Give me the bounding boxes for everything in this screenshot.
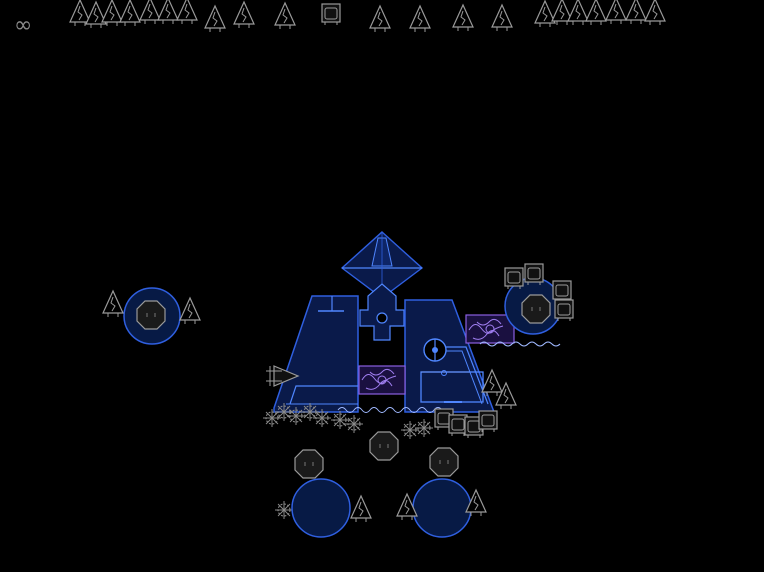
right-outpost[interactable] (481, 263, 574, 410)
base-left-wing[interactable] (273, 295, 359, 413)
energy-wave-bottom (337, 407, 451, 413)
stone-block-icon (552, 280, 572, 303)
octagon-unit-icon[interactable] (294, 449, 324, 479)
base-right-wing[interactable] (404, 299, 496, 413)
octagon-unit-icon[interactable] (521, 294, 551, 324)
base-cross-connector (359, 283, 405, 341)
pine-tree-icon (644, 0, 666, 26)
main-base[interactable] (266, 231, 561, 413)
pine-tree-icon (179, 297, 201, 325)
stone-block-icon (554, 299, 574, 322)
pine-tree-icon (625, 0, 647, 25)
landing-pad-left[interactable] (291, 478, 351, 538)
pine-tree-icon (157, 0, 179, 25)
stone-block-icon (321, 3, 341, 26)
rubble-gear-icon (274, 500, 294, 520)
octagon-unit-icon[interactable] (136, 300, 166, 330)
pine-tree-icon (567, 0, 589, 26)
pine-tree-icon (204, 5, 226, 33)
pine-tree-icon (452, 4, 474, 32)
pine-tree-icon (85, 1, 107, 29)
pine-tree-icon (119, 0, 141, 27)
infinite-lives-indicator: ∞ (14, 13, 33, 38)
unit-group[interactable] (294, 431, 459, 479)
circuit-panel-right (465, 314, 515, 344)
octagon-unit-icon[interactable] (369, 431, 399, 461)
landing-pad-right[interactable] (412, 478, 472, 538)
pine-tree-icon (139, 0, 161, 25)
pine-tree-icon (369, 5, 391, 33)
pine-tree-icon (534, 0, 556, 28)
pine-tree-icon (409, 5, 431, 33)
top-tree-row (69, 0, 666, 33)
rubble-gear-icon (414, 418, 434, 438)
pine-tree-icon (274, 2, 296, 30)
pine-tree-icon (491, 4, 513, 32)
pine-tree-icon (605, 0, 627, 25)
rubble-gear-icon (330, 410, 350, 430)
stone-block-icon (504, 267, 524, 290)
circuit-panel-left (358, 365, 406, 395)
stone-block-icon (478, 410, 498, 433)
stone-block-icon (524, 263, 544, 286)
pine-tree-icon (101, 0, 123, 27)
pine-tree-icon (585, 0, 607, 26)
left-outpost[interactable] (102, 287, 201, 345)
rubble-gear-icon (344, 414, 364, 434)
pine-tree-icon (350, 495, 372, 523)
rubble-gear-icon (400, 420, 420, 440)
energy-wave-right (479, 341, 561, 347)
arrow-marker-icon[interactable] (266, 365, 300, 387)
bottom-pads[interactable] (291, 478, 487, 538)
pine-tree-icon (102, 290, 124, 318)
stone-block-icon (448, 414, 468, 437)
octagon-unit-icon[interactable] (429, 447, 459, 477)
pine-tree-icon (233, 1, 255, 29)
pine-tree-icon (176, 0, 198, 25)
pine-tree-icon (481, 369, 503, 397)
